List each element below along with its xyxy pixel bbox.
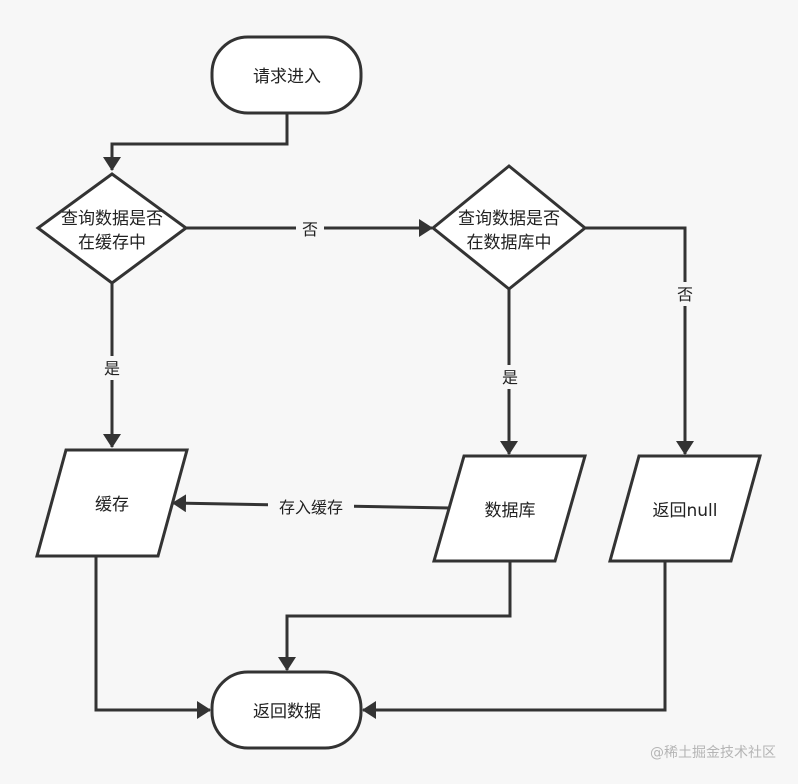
start-node [210,35,363,115]
cache-node [35,448,189,558]
edge-cache-to-return [94,556,211,719]
db-no-label: 否 [677,285,693,304]
edge-db-check-no [585,226,694,455]
cache-yes-label: 是 [104,359,120,378]
store-to-cache-label: 存入缓存 [279,498,343,517]
db-check-label-line1: 查询数据是否 [458,209,560,229]
cache-check-label-line2: 在缓存中 [78,233,146,253]
cache-check-label-line1: 查询数据是否 [61,209,163,229]
return-data-label: 返回数据 [253,702,321,722]
edge-null-to-return [362,561,667,719]
edge-start-to-cache-check [103,114,289,171]
cache-label: 缓存 [95,495,129,515]
database-node [432,454,587,563]
cache-check-decision [35,172,189,285]
watermark: @稀土掘金技术社区 [650,745,776,761]
start-label: 请求进入 [253,67,321,87]
db-check-decision [430,164,588,291]
db-yes-label: 是 [502,368,518,387]
return-null-label: 返回null [653,501,718,521]
return-data-node [210,670,363,750]
return-null-node [608,454,762,563]
cache-no-label: 否 [302,220,318,239]
database-label: 数据库 [485,501,536,521]
db-check-label-line2: 在数据库中 [467,233,552,253]
edge-database-to-return [278,561,512,671]
